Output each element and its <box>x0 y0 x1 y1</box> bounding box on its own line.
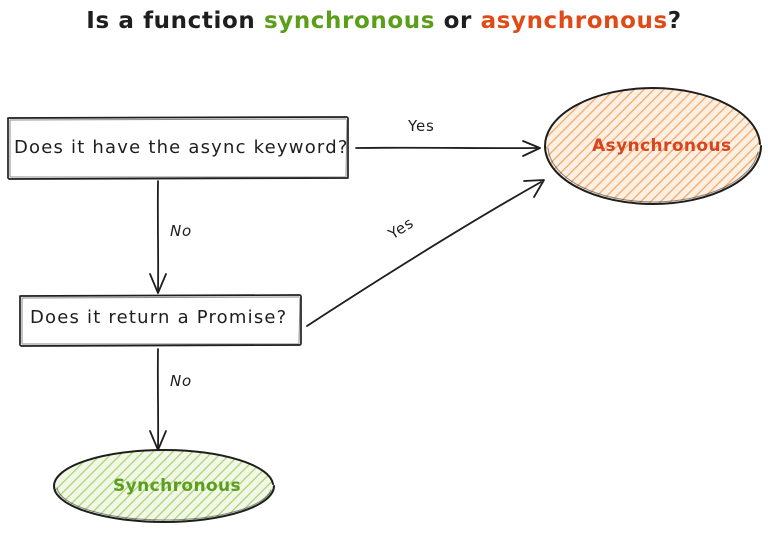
node-terminal-synchronous[interactable] <box>52 448 275 524</box>
edge-yes-async-keyword[interactable] <box>355 140 541 157</box>
page-title: Is a function synchronous or asynchronou… <box>0 8 768 34</box>
edge-no-return-promise[interactable] <box>149 348 167 451</box>
title-suffix: ? <box>667 8 682 34</box>
title-sync-word: synchronous <box>263 8 435 34</box>
node-decision-async-keyword[interactable] <box>7 116 349 180</box>
edge-yes-return-promise[interactable] <box>306 179 545 327</box>
edge-label-yes-async-keyword: Yes <box>408 117 435 135</box>
title-async-word: asynchronous <box>480 8 668 34</box>
node-terminal-asynchronous[interactable] <box>543 86 762 206</box>
title-middle: or <box>435 8 481 34</box>
title-prefix: Is a function <box>86 8 264 34</box>
edge-no-async-keyword[interactable] <box>149 180 167 294</box>
edge-label-no-return-promise: No <box>170 372 192 390</box>
node-decision-return-promise[interactable] <box>19 294 302 347</box>
edge-label-no-async-keyword: No <box>170 222 192 240</box>
